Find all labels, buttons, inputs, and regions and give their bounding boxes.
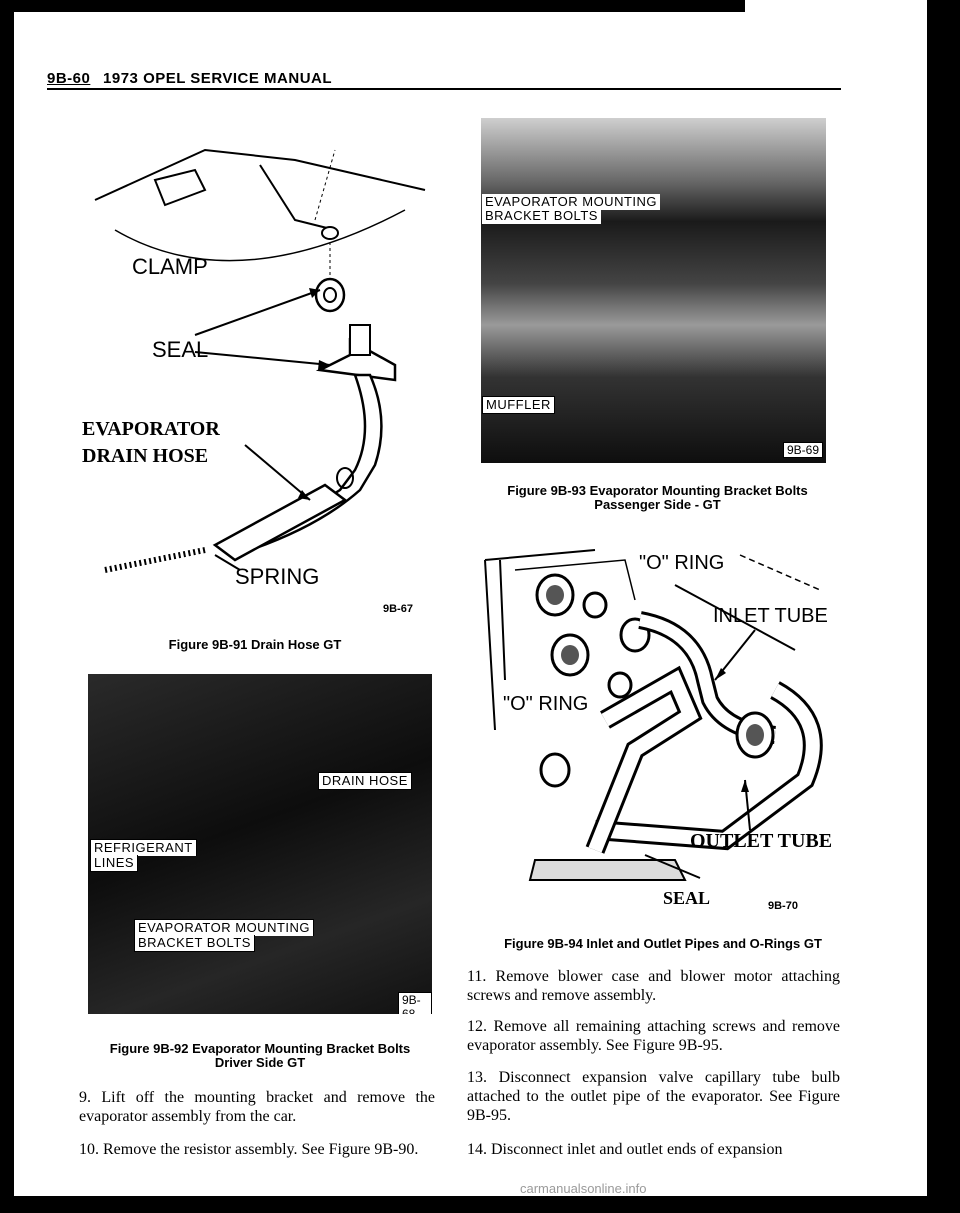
label-evap-mounting-passenger: EVAPORATOR MOUNTING: [482, 194, 661, 210]
caption-fig-9b-93-line1: Figure 9B-93 Evaporator Mounting Bracket…: [507, 483, 808, 498]
figure-9b-92-photo: DRAIN HOSE REFRIGERANT LINES EVAPORATOR …: [88, 674, 432, 1014]
paragraph-step-14: 14. Disconnect inlet and outlet ends of …: [467, 1141, 783, 1158]
caption-fig-9b-91: Figure 9B-91 Drain Hose GT: [168, 637, 342, 652]
label-refrigerant: REFRIGERANT: [90, 839, 197, 856]
caption-fig-9b-92-line2: Driver Side GT: [214, 1055, 306, 1070]
page-header: 9B-60 1973 OPEL SERVICE MANUAL: [47, 70, 332, 87]
caption-fig-9b-92-line1: Figure 9B-92 Evaporator Mounting Bracket…: [109, 1041, 411, 1056]
label-seal-fig94: SEAL: [663, 888, 711, 908]
paragraph-step-13: 13. Disconnect expansion valve capillary…: [467, 1069, 840, 1124]
label-drain-hose: DRAIN HOSE: [82, 445, 209, 467]
figure-code-9b-69: 9B-69: [783, 442, 824, 458]
watermark-footer: carmanualsonline.info: [520, 1181, 647, 1196]
label-bracket-bolts-driver: BRACKET BOLTS: [134, 935, 255, 952]
inlet-outlet-pipes-diagram: [484, 549, 823, 881]
paragraph-step-11: 11. Remove blower case and blower motor …: [467, 968, 840, 1004]
label-o-ring-left: "O" RING: [503, 693, 589, 715]
label-o-ring-top: "O" RING: [639, 552, 725, 574]
label-muffler: MUFFLER: [482, 396, 555, 414]
label-drain-hose-photo: DRAIN HOSE: [318, 772, 412, 790]
page-border-right: [927, 0, 960, 1213]
paragraph-step-12: 12. Remove all remaining attaching screw…: [467, 1018, 840, 1054]
figure-code-9b-68: 9B-68: [398, 992, 432, 1014]
label-inlet-tube: INLET TUBE: [713, 605, 828, 627]
label-seal: SEAL: [152, 337, 209, 362]
label-lines: LINES: [90, 855, 139, 872]
header-rule: [47, 88, 841, 90]
caption-fig-9b-93-line2: Passenger Side - GT: [594, 497, 721, 512]
drain-hose-diagram: [94, 148, 426, 573]
label-outlet-tube: OUTLET TUBE: [690, 830, 833, 852]
label-clamp: CLAMP: [132, 254, 208, 279]
figure-code-9b-70: 9B-70: [768, 900, 798, 912]
caption-fig-9b-94: Figure 9B-94 Inlet and Outlet Pipes and …: [504, 936, 822, 951]
page-number: 9B-60: [47, 70, 91, 87]
figure-9b-93-photo: EVAPORATOR MOUNTING BRACKET BOLTS MUFFLE…: [481, 118, 826, 463]
paragraph-step-9: 9. Lift off the mounting bracket and rem…: [79, 1089, 435, 1125]
caption-fig-9b-92: Figure 9B-92 Evaporator Mounting Bracket…: [80, 1042, 440, 1070]
page-border-bottom: [0, 1196, 960, 1213]
label-evaporator: EVAPORATOR: [82, 418, 220, 440]
page-border-top: [0, 0, 745, 12]
paragraph-step-10: 10. Remove the resistor assembly. See Fi…: [79, 1141, 419, 1158]
manual-title: 1973 OPEL SERVICE MANUAL: [103, 70, 333, 87]
label-bracket-bolts-passenger: BRACKET BOLTS: [482, 208, 601, 224]
page-border-left: [0, 0, 14, 1213]
label-evap-mounting-driver: EVAPORATOR MOUNTING: [134, 919, 315, 936]
label-spring: SPRING: [235, 564, 320, 589]
caption-fig-9b-93: Figure 9B-93 Evaporator Mounting Bracket…: [480, 484, 835, 512]
figure-9b-94-drawing: "O" RING INLET TUBE "O" RING OUTLET TUBE…: [475, 540, 835, 908]
figure-code-9b-67: 9B-67: [383, 603, 413, 615]
figure-9b-91-drawing: CLAMP SEAL EVAPORATOR DRAIN HOSE SPRING: [82, 130, 445, 620]
